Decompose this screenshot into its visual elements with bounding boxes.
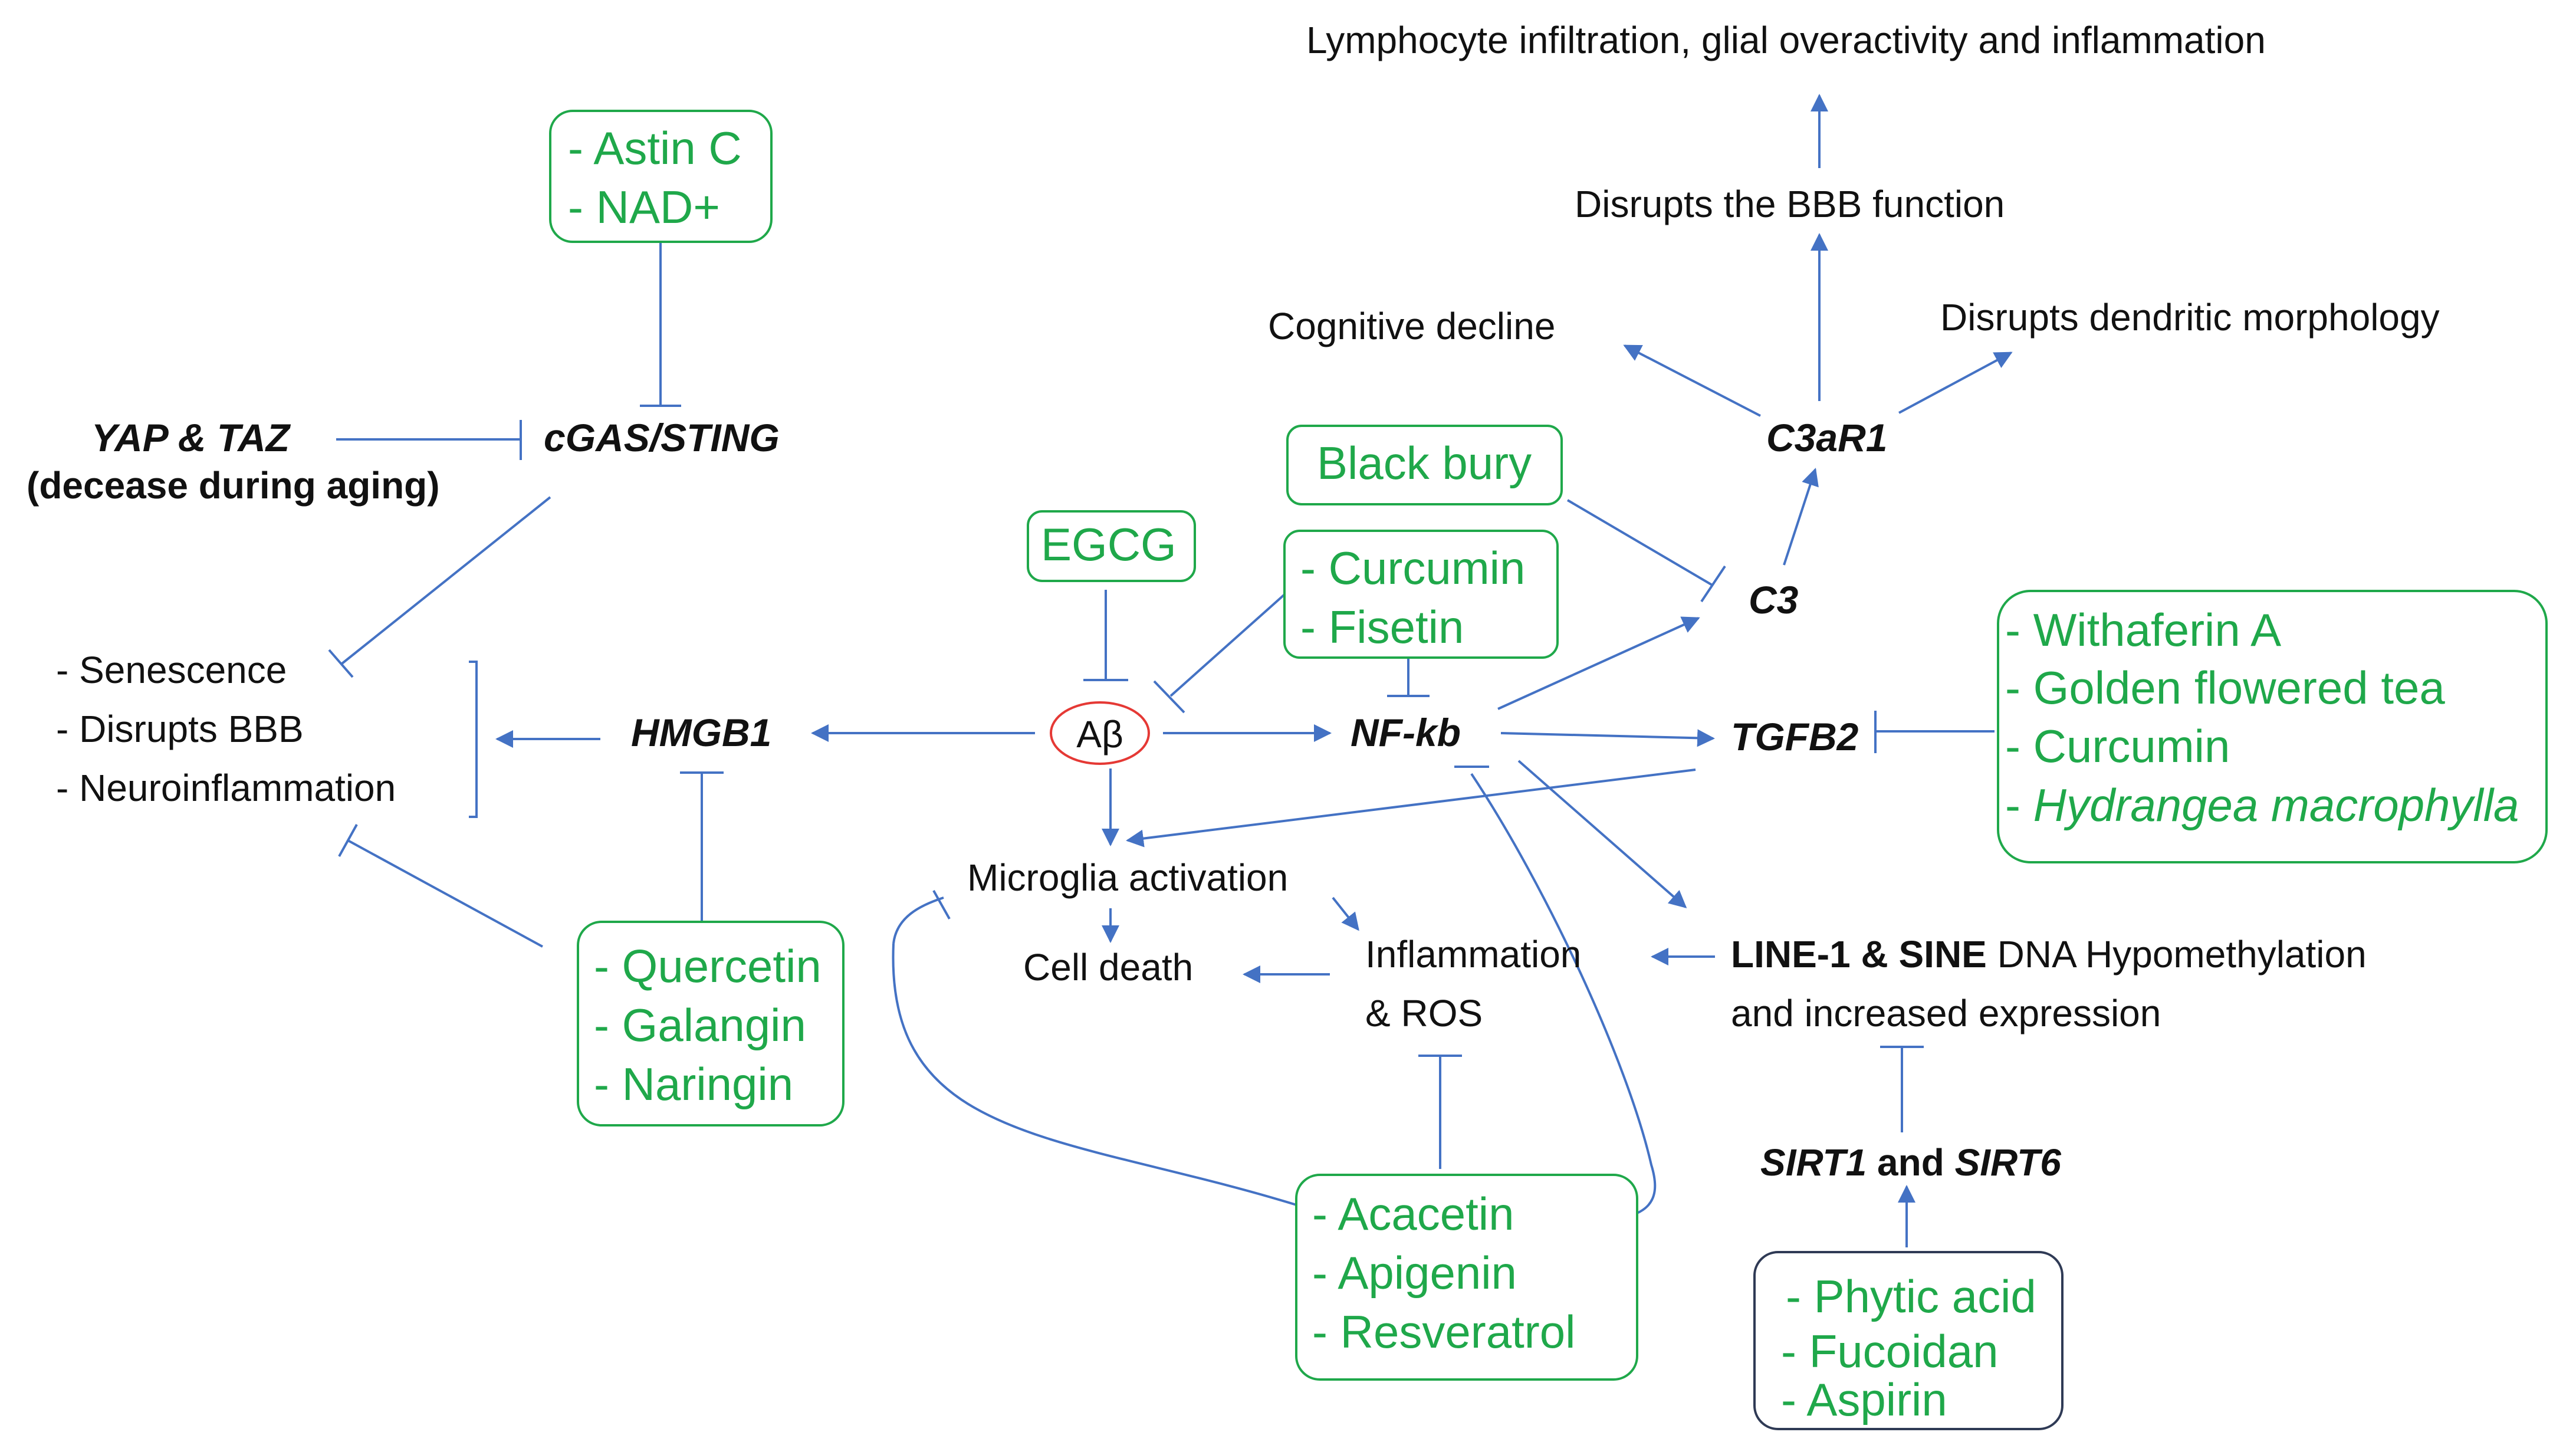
- drug-box-acacetin: - Acacetin - Apigenin - Resveratrol: [1295, 1174, 1638, 1381]
- drug-egcg: EGCG: [1041, 518, 1177, 570]
- connectors: [328, 94, 2013, 1247]
- inhibit-curcumin-abeta: [1169, 593, 1286, 697]
- drug-naringin: - Naringin: [594, 1058, 793, 1110]
- node-hmgb1: HMGB1: [631, 711, 771, 754]
- drug-golden-tea: - Golden flowered tea: [2005, 662, 2445, 714]
- drug-black-bury: Black bury: [1317, 437, 1532, 489]
- outcome-disrupts-bbb: - Disrupts BBB: [56, 708, 304, 750]
- nodes: YAP & TAZ (decease during aging) cGAS/ST…: [27, 416, 2061, 1184]
- outcome-lymphocyte: Lymphocyte infiltration, glial overactiv…: [1306, 19, 2266, 61]
- outcome-senescence: - Senescence: [56, 649, 287, 691]
- outcome-inflammation: Inflammation: [1365, 933, 1581, 976]
- node-tgfb2: TGFB2: [1731, 715, 1859, 758]
- outcome-bbb-function: Disrupts the BBB function: [1575, 183, 2005, 225]
- node-abeta: Aβ: [1076, 713, 1123, 756]
- node-c3ar1: C3aR1: [1766, 416, 1887, 459]
- drug-curcumin-2: - Curcumin: [2005, 720, 2230, 772]
- outcome-ros: & ROS: [1365, 992, 1483, 1034]
- node-cgas-sting: cGAS/STING: [544, 416, 780, 459]
- arrow-tgfb2-to-microglia: [1126, 768, 1696, 848]
- drug-box-phytic: - Phytic acid - Fucoidan - Aspirin: [1753, 1251, 2064, 1430]
- outcome-line1: LINE-1 & SINE DNA Hypomethylation: [1731, 933, 2367, 976]
- node-c3: C3: [1749, 578, 1798, 622]
- drug-galangin: - Galangin: [594, 999, 806, 1051]
- drug-withaferin: - Withaferin A: [2005, 604, 2281, 656]
- drug-hydrangea: - Hydrangea macrophylla: [2005, 779, 2519, 831]
- arrow-nfkb-to-tgfb2: [1500, 729, 1715, 747]
- node-nfkb: NF-kb: [1351, 711, 1461, 754]
- node-yap-taz-note: (decease during aging): [27, 464, 440, 507]
- drug-acacetin: - Acacetin: [1312, 1188, 1514, 1240]
- outcome-bracket: [469, 661, 478, 818]
- drug-quercetin: - Quercetin: [594, 940, 822, 992]
- inhibit-cgas-senescence: [341, 496, 551, 665]
- drug-box-astin: - Astin C - NAD+: [549, 110, 773, 243]
- inhibit-quercetin-outcomes: [347, 839, 543, 948]
- outcome-neuroinflammation: - Neuroinflammation: [56, 767, 396, 809]
- outcome-dendritic: Disrupts dendritic morphology: [1940, 296, 2440, 339]
- inhibit-acacetin-microglia: [892, 943, 1301, 1207]
- drug-phytic-acid: - Phytic acid: [1786, 1270, 2036, 1322]
- drug-box-withaferin: - Withaferin A - Golden flowered tea - C…: [1997, 590, 2548, 863]
- drug-nad: - NAD+: [568, 181, 720, 233]
- outcome-microglia: Microglia activation: [967, 856, 1288, 899]
- node-sirt: SIRT1 and SIRT6: [1760, 1141, 2061, 1184]
- outcome-cell-death: Cell death: [1023, 946, 1193, 988]
- arrow-c3ar1-to-cognitive: [1623, 344, 1761, 417]
- drug-box-quercetin: - Quercetin - Galangin - Naringin: [577, 921, 845, 1126]
- outcomes: - Senescence - Disrupts BBB - Neuroinfla…: [56, 19, 2440, 1034]
- arrow-c3ar1-to-dendritic: [1898, 352, 2013, 414]
- abeta-circle: [1050, 701, 1150, 765]
- outcome-cognitive: Cognitive decline: [1268, 305, 1555, 347]
- drug-box-egcg: EGCG: [1027, 510, 1196, 582]
- drug-curcumin: - Curcumin: [1300, 542, 1525, 594]
- inhibit-acacetin-nfkb: [1470, 773, 1657, 1221]
- inhibit-blackbury-c3: [1566, 499, 1714, 587]
- node-yap-taz: YAP & TAZ: [91, 416, 291, 459]
- arrow-nfkb-to-c3: [1497, 616, 1700, 710]
- drug-fisetin: - Fisetin: [1300, 601, 1464, 653]
- drug-box-curcumin-fisetin: - Curcumin - Fisetin: [1283, 530, 1559, 659]
- drug-astin-c: - Astin C: [568, 122, 742, 174]
- arrow-microglia-to-inflammation: [1332, 896, 1359, 931]
- drug-box-blackbury: Black bury: [1286, 425, 1563, 505]
- drug-resveratrol: - Resveratrol: [1312, 1306, 1575, 1358]
- drug-aspirin: - Aspirin: [1781, 1374, 1947, 1426]
- outcome-line1-expression: and increased expression: [1731, 992, 2161, 1034]
- arrow-nfkb-to-line1: [1517, 760, 1687, 908]
- drug-fucoidan: - Fucoidan: [1781, 1325, 1999, 1377]
- arrow-c3-to-c3ar1: [1783, 468, 1819, 566]
- drug-apigenin: - Apigenin: [1312, 1247, 1517, 1299]
